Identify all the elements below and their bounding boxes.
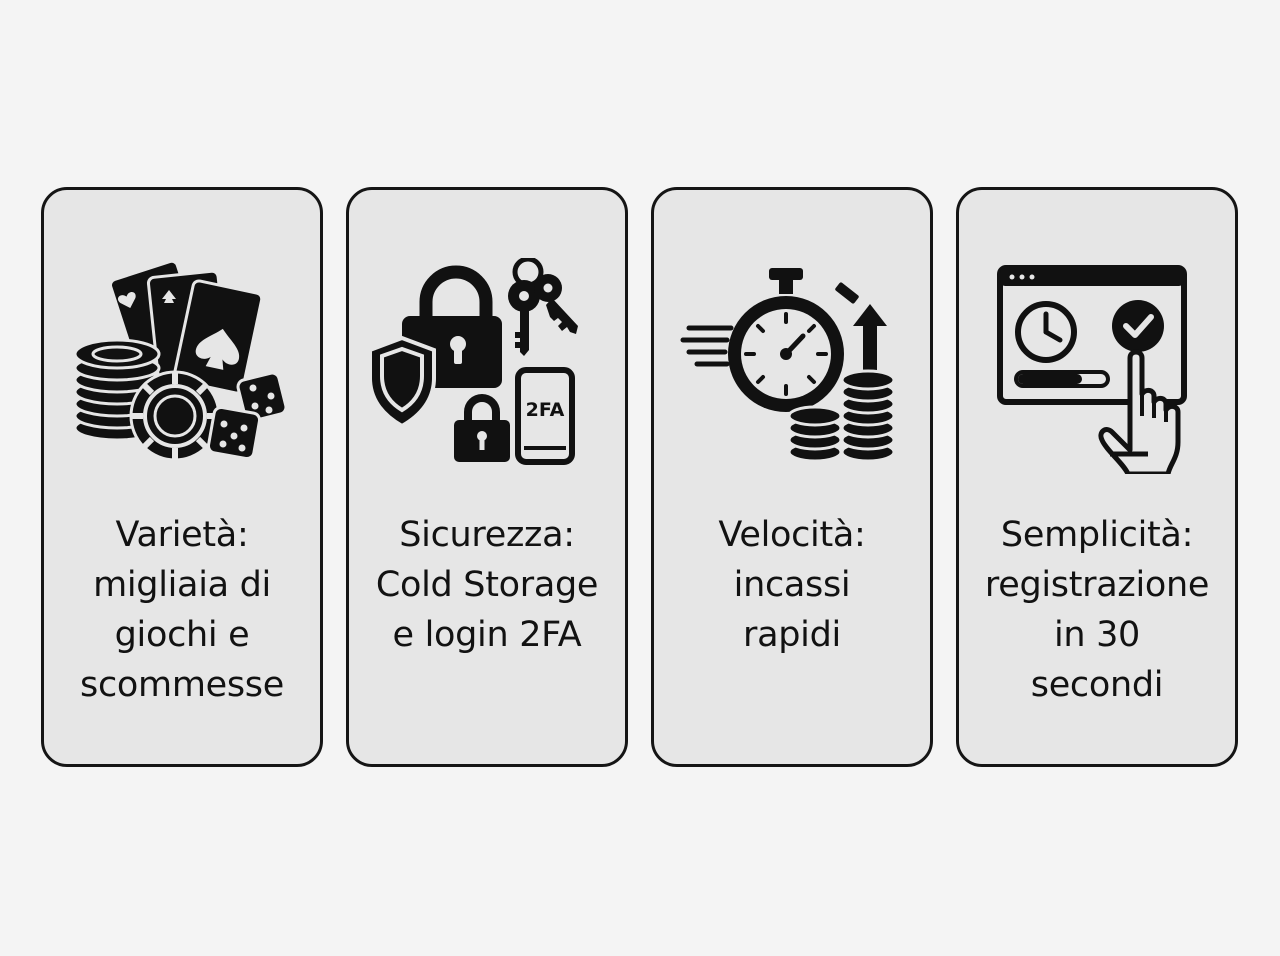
- caption-line: secondi: [1030, 665, 1164, 705]
- card-variety: Varietà: migliaia di giochi e scommesse: [41, 187, 323, 767]
- card-caption: Varietà: migliaia di giochi e scommesse: [44, 510, 320, 710]
- card-caption: Sicurezza: Cold Storage e login 2FA: [349, 510, 625, 660]
- card-security: 2FA Sicurezza: Cold Storage e login 2FA: [346, 187, 628, 767]
- caption-line: Velocità:: [718, 515, 866, 555]
- caption-line: Varietà:: [115, 515, 249, 555]
- security-lock-shield-keys-2fa-icon: 2FA: [370, 258, 610, 474]
- caption-line: Sicurezza:: [399, 515, 575, 555]
- caption-line: rapidi: [743, 615, 841, 655]
- card-caption: Semplicità: registrazione in 30 secondi: [959, 510, 1235, 710]
- caption-line: Semplicità:: [1000, 515, 1194, 555]
- browser-clock-checkmark-hand-icon: [980, 258, 1220, 474]
- caption-line: Cold Storage: [375, 565, 599, 605]
- casino-chips-cards-dice-icon: [65, 258, 305, 474]
- 2fa-badge-text: 2FA: [526, 399, 565, 421]
- stopwatch-coins-arrow-icon: [675, 258, 915, 474]
- card-simplicity: Semplicità: registrazione in 30 secondi: [956, 187, 1238, 767]
- caption-line: registrazione: [984, 565, 1210, 605]
- caption-line: migliaia di: [93, 565, 271, 605]
- caption-line: scommesse: [80, 665, 284, 705]
- caption-line: incassi: [733, 565, 851, 605]
- caption-line: e login 2FA: [392, 615, 582, 655]
- card-speed: Velocità: incassi rapidi: [651, 187, 933, 767]
- caption-line: giochi e: [114, 615, 250, 655]
- caption-line: in 30: [1053, 615, 1141, 655]
- card-caption: Velocità: incassi rapidi: [654, 510, 930, 660]
